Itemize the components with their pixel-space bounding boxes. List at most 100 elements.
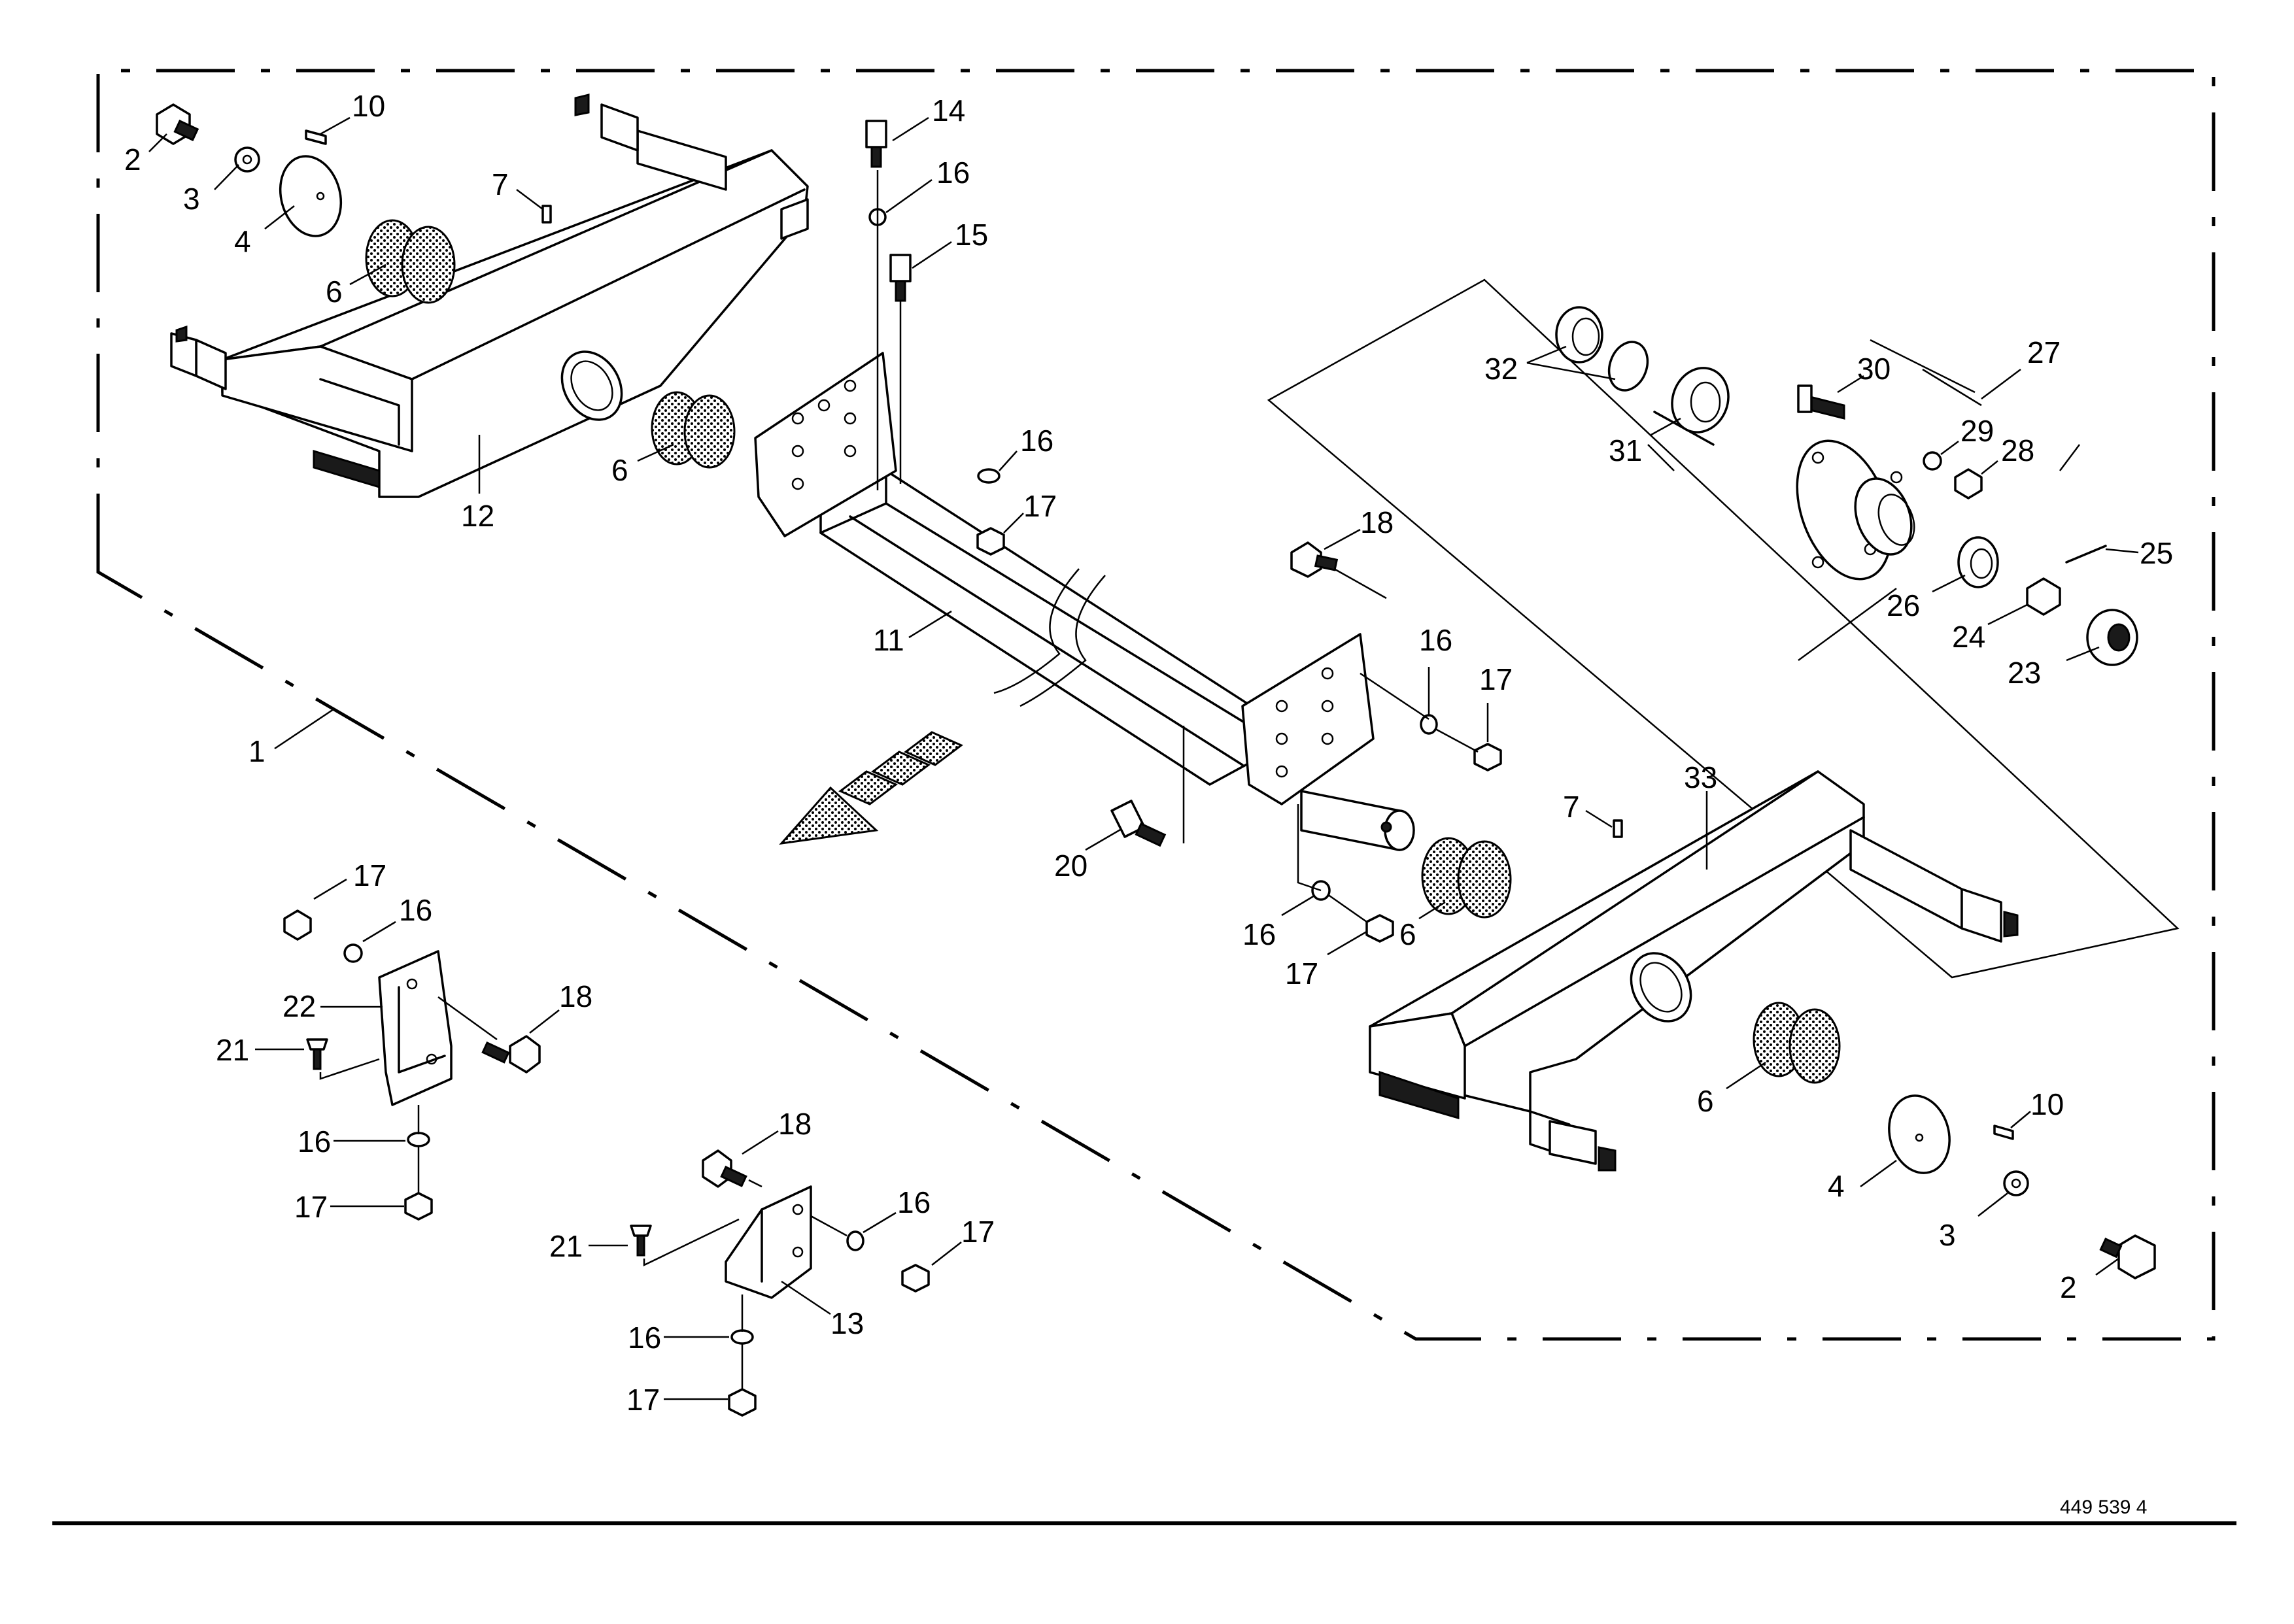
callout-2-right: 2 bbox=[2060, 1270, 2077, 1304]
bushing-6-d bbox=[1753, 1002, 1841, 1084]
washer-15-e bbox=[343, 943, 363, 963]
hub-group-frame bbox=[1267, 279, 2180, 979]
callout-30: 30 bbox=[1857, 352, 1891, 386]
callout-1: 1 bbox=[248, 734, 265, 768]
callout-27: 27 bbox=[2027, 335, 2061, 369]
drawing-reference-number: 449 539 4 bbox=[2060, 1497, 2147, 1518]
screw-22-a bbox=[306, 1038, 328, 1051]
callout-15-b: 16 bbox=[1020, 424, 1053, 458]
callout-17-b: 18 bbox=[559, 979, 592, 1013]
grease-nipple-7-right bbox=[1613, 819, 1623, 838]
washer-15-f bbox=[407, 1132, 430, 1147]
callout-16-e: 17 bbox=[294, 1190, 328, 1224]
direction-arrow bbox=[779, 731, 963, 845]
callout-13: 14 bbox=[932, 93, 965, 127]
callout-24: 24 bbox=[1952, 620, 1985, 654]
callout-29: 29 bbox=[1960, 414, 1994, 448]
bolt-17-a bbox=[1290, 541, 1322, 578]
o-ring-32 bbox=[1607, 341, 1649, 392]
washer-15-g bbox=[846, 1230, 865, 1251]
callout-4-left: 4 bbox=[234, 224, 251, 258]
callout-18: 20 bbox=[1054, 849, 1087, 883]
callout-23: 23 bbox=[2008, 656, 2041, 690]
callout-26: 26 bbox=[1887, 588, 1920, 622]
callout-6-c: 6 bbox=[1399, 917, 1416, 951]
callout-20: 13 bbox=[830, 1306, 864, 1340]
screw-22-b bbox=[630, 1225, 652, 1237]
callout-4-right: 4 bbox=[1828, 1169, 1845, 1203]
pin-10-right bbox=[1993, 1125, 2014, 1140]
callout-21: 22 bbox=[282, 989, 316, 1023]
washer-15-h bbox=[730, 1329, 754, 1345]
callout-12: 12 bbox=[461, 499, 494, 533]
callout-7-left: 7 bbox=[492, 167, 509, 201]
callout-15-h: 16 bbox=[628, 1321, 661, 1355]
bushing-6-b bbox=[651, 391, 736, 469]
bushing-6-a bbox=[365, 219, 456, 304]
bolt-2-right bbox=[2117, 1234, 2156, 1279]
bolt-13 bbox=[865, 120, 887, 148]
callout-17-c: 18 bbox=[778, 1107, 812, 1141]
callout-22-a: 21 bbox=[216, 1033, 249, 1067]
bracket-20 bbox=[725, 1185, 812, 1299]
callout-16-g: 17 bbox=[626, 1383, 660, 1417]
callout-15-e: 16 bbox=[399, 893, 432, 927]
grease-nipple-7-left bbox=[541, 205, 552, 224]
bracket-21 bbox=[378, 950, 453, 1106]
swing-arm-right bbox=[1369, 770, 2019, 1172]
callout-15-d: 16 bbox=[1242, 917, 1276, 951]
callout-32: 32 bbox=[1484, 352, 1518, 386]
nut-28 bbox=[1954, 468, 1983, 499]
nut-16-a bbox=[976, 527, 1005, 556]
bushing-6-c bbox=[1421, 837, 1512, 919]
callout-3-left: 3 bbox=[183, 182, 200, 216]
callout-16-f: 17 bbox=[961, 1215, 995, 1249]
callout-16-a: 17 bbox=[1023, 489, 1057, 523]
callout-15-a: 16 bbox=[936, 156, 970, 190]
callout-10-left: 10 bbox=[352, 89, 385, 123]
callout-14: 15 bbox=[955, 218, 988, 252]
washer-29 bbox=[1923, 451, 1942, 471]
swing-arm-left bbox=[170, 93, 809, 498]
callout-17-a: 18 bbox=[1360, 505, 1394, 539]
nut-16-g bbox=[728, 1388, 757, 1417]
castle-nut-24 bbox=[2026, 577, 2061, 616]
washer-15-b bbox=[977, 468, 1001, 484]
callout-15-c: 16 bbox=[1419, 623, 1452, 657]
nut-16-e bbox=[404, 1192, 433, 1221]
bearing-31 bbox=[1671, 367, 1730, 433]
callout-16-b: 17 bbox=[1479, 662, 1513, 696]
callout-2-left: 2 bbox=[124, 143, 141, 177]
washer-3-left bbox=[234, 146, 260, 173]
nut-16-b bbox=[1473, 743, 1502, 771]
callout-28: 28 bbox=[2001, 433, 2034, 467]
callout-31: 31 bbox=[1609, 433, 1642, 467]
callout-16-c: 17 bbox=[1285, 956, 1318, 990]
axle-tube bbox=[754, 352, 1415, 851]
callout-3-right: 3 bbox=[1939, 1218, 1956, 1252]
callout-6-a: 6 bbox=[326, 275, 343, 309]
washer-15-c bbox=[1420, 714, 1438, 735]
callout-11: 11 bbox=[873, 623, 904, 657]
callout-16-d: 17 bbox=[353, 858, 386, 892]
callout-33: 33 bbox=[1684, 760, 1717, 794]
callout-6-d: 6 bbox=[1697, 1084, 1714, 1118]
nut-16-f bbox=[901, 1264, 930, 1293]
washer-3-right bbox=[2003, 1170, 2029, 1196]
bolt-14 bbox=[889, 254, 912, 282]
seal-32 bbox=[1555, 306, 1603, 364]
cotter-pin-25 bbox=[2065, 545, 2107, 564]
nut-16-c bbox=[1365, 914, 1394, 943]
callout-25: 25 bbox=[2140, 536, 2173, 570]
bolt-17-b bbox=[509, 1035, 541, 1074]
callout-10-right: 10 bbox=[2030, 1087, 2064, 1121]
callout-labels: 1 2 3 4 10 6 7 12 6 14 16 15 16 bbox=[124, 89, 2173, 1417]
callout-15-g: 16 bbox=[897, 1185, 931, 1219]
disc-4-left bbox=[279, 155, 343, 237]
hub-assembly bbox=[1647, 339, 2080, 662]
assembly-boundary bbox=[96, 69, 2216, 1341]
nut-16-d bbox=[283, 909, 312, 941]
callout-22-b: 21 bbox=[549, 1229, 583, 1263]
